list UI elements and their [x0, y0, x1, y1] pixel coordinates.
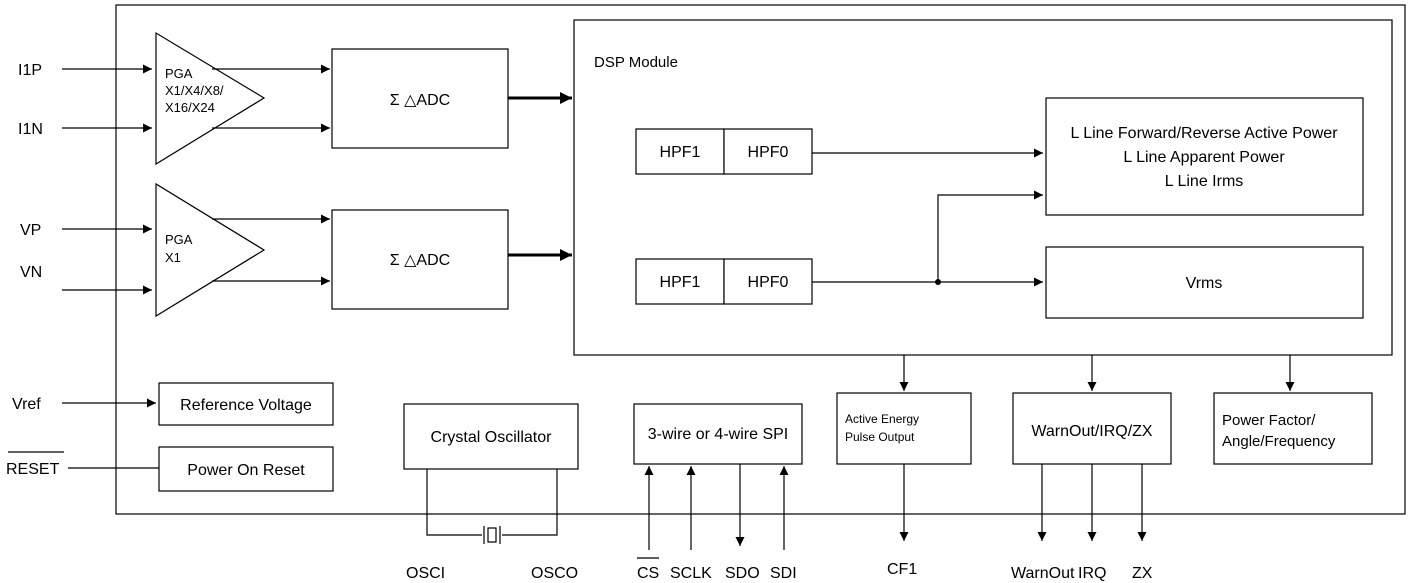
reference-voltage-block [158, 382, 334, 426]
hpf0-voltage-label: HPF0 [748, 274, 789, 291]
pin-i1p-label: I1P [18, 62, 42, 79]
spi-interface-label: 3-wire or 4-wire SPI [648, 426, 788, 443]
pin-sdi-label: SDI [770, 565, 797, 582]
adc-voltage-block [331, 209, 509, 310]
power-factor-line2: Angle/Frequency [1222, 433, 1336, 450]
pga2-title: PGA [165, 232, 193, 247]
pin-irq-label: IRQ [1078, 565, 1106, 582]
hpf1-voltage [635, 258, 725, 305]
pga1-title: PGA [165, 66, 193, 81]
pga2-gain-line1: X1 [165, 250, 181, 265]
pin-cs-label: CS [637, 565, 659, 582]
pga-current-amplifier [155, 31, 266, 166]
hpf0-current-label: HPF0 [748, 144, 789, 161]
power-factor-line1: Power Factor/ [1222, 412, 1316, 429]
power-on-reset-block [158, 446, 334, 492]
power-calculation-block [1045, 97, 1364, 216]
pin-osco-label: OSCO [531, 565, 578, 582]
hpf1-current-label: HPF1 [660, 144, 701, 161]
vrms-block [1045, 246, 1364, 319]
adc1-label: Σ △ADC [390, 92, 450, 109]
adc2-label: Σ △ADC [390, 252, 450, 269]
pin-osci-label: OSCI [406, 565, 445, 582]
pga-voltage-amplifier [155, 182, 266, 318]
hpf0-voltage [723, 258, 813, 305]
vrms-label: Vrms [1186, 275, 1223, 292]
pin-sdo-label: SDO [725, 565, 760, 582]
hpf1-voltage-label: HPF1 [660, 274, 701, 291]
dsp-module-title: DSP Module [594, 54, 678, 71]
pin-reset-label: RESET [6, 461, 60, 478]
adc-current-block [331, 48, 509, 149]
pin-vn-label: VN [20, 264, 42, 281]
pin-vref-label: Vref [12, 396, 41, 413]
active-energy-block [836, 392, 972, 465]
warn-irq-zx-block [1012, 392, 1172, 465]
hpf0-current [723, 128, 813, 175]
warn-irq-zx-label: WarnOut/IRQ/ZX [1031, 423, 1153, 440]
wire-voltage-to-power [937, 190, 1043, 282]
power-on-reset-label: Power On Reset [187, 462, 305, 479]
crystal-oscillator-label: Crystal Oscillator [431, 429, 553, 446]
active-energy-line2: Pulse Output [845, 430, 915, 444]
crystal-oscillator-block [403, 403, 579, 470]
pin-sclk-label: SCLK [670, 565, 712, 582]
pin-warnout-label: WarnOut [1011, 565, 1075, 582]
power-factor-block [1213, 392, 1373, 465]
spi-interface-block [633, 403, 803, 465]
wire-osci [426, 469, 482, 536]
pin-cf1-label: CF1 [887, 561, 917, 578]
junction-dot [935, 279, 941, 285]
wire-osco [502, 469, 558, 536]
power-calc-line3: L Line Irms [1165, 173, 1244, 190]
reference-voltage-label: Reference Voltage [180, 397, 312, 414]
pga1-gain-line2: X16/X24 [165, 100, 215, 115]
pin-vp-label: VP [20, 222, 41, 239]
pga1-gain-line1: X1/X4/X8/ [165, 83, 224, 98]
active-energy-line1: Active Energy [845, 412, 919, 426]
pin-zx-label: ZX [1132, 565, 1153, 582]
crystal-icon [483, 526, 501, 544]
power-calc-line2: L Line Apparent Power [1123, 149, 1285, 166]
pin-i1n-label: I1N [18, 121, 43, 138]
power-calc-line1: L Line Forward/Reverse Active Power [1070, 125, 1338, 142]
